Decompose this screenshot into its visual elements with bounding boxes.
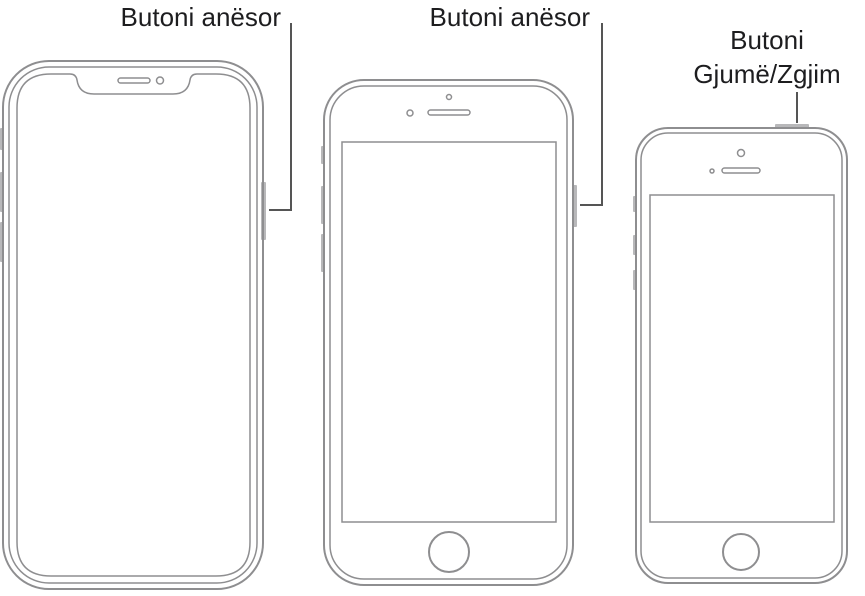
top-button-label-line1: Butoni [730,25,804,55]
speaker-icon [427,109,471,116]
top-button-label-line2: Gjumë/Zgjim [693,59,840,89]
camera-icon [736,148,746,158]
camera-icon [445,93,453,101]
sensor-icon [709,168,715,174]
camera-icon [155,76,165,85]
speaker-icon [117,77,151,84]
screen [649,194,835,523]
screen [16,73,251,577]
phone-body [2,60,264,590]
screen [341,141,557,523]
side-button-leader-2 [580,23,603,206]
phone-body [323,79,574,586]
side-button-leader-1 [269,23,292,211]
side-button-label-1: Butoni anësor [121,2,282,32]
phone-small [633,124,848,584]
phone-homebutton [321,79,577,586]
home-button-icon [722,533,760,571]
phone-faceid [0,60,266,590]
home-button-icon [428,531,470,573]
sensor-icon [406,109,414,117]
phone-body [635,127,848,584]
speaker-icon [721,167,761,174]
side-button-label-2: Butoni anësor [430,2,591,32]
